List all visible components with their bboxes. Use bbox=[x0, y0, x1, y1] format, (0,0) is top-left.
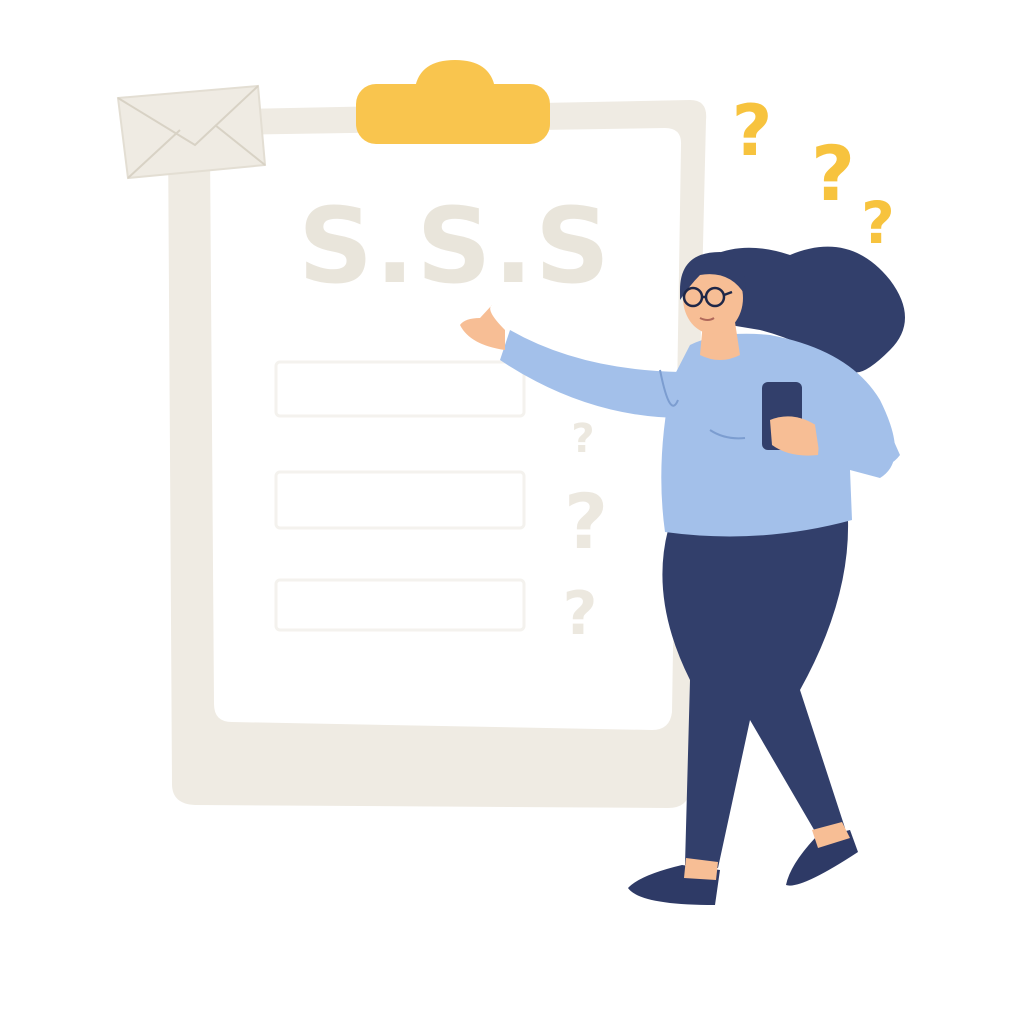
question-mark-icon: ? bbox=[732, 90, 773, 172]
clipboard-clip bbox=[356, 60, 550, 144]
question-mark-icon: ? bbox=[571, 416, 594, 462]
glasses-icon bbox=[682, 286, 733, 308]
envelope-icon bbox=[116, 84, 267, 180]
question-mark-icon: ? bbox=[861, 189, 895, 257]
question-mark-icon: ? bbox=[811, 129, 855, 218]
list-lines bbox=[274, 360, 526, 632]
clipboard: S.S.S ? ? ? bbox=[116, 60, 707, 808]
woman-character bbox=[460, 246, 905, 905]
clipboard-title: S.S.S bbox=[298, 185, 612, 307]
thought-question-marks: ? ? ? bbox=[732, 90, 895, 257]
question-mark-icon: ? bbox=[564, 477, 608, 566]
question-mark-icon: ? bbox=[563, 579, 598, 649]
